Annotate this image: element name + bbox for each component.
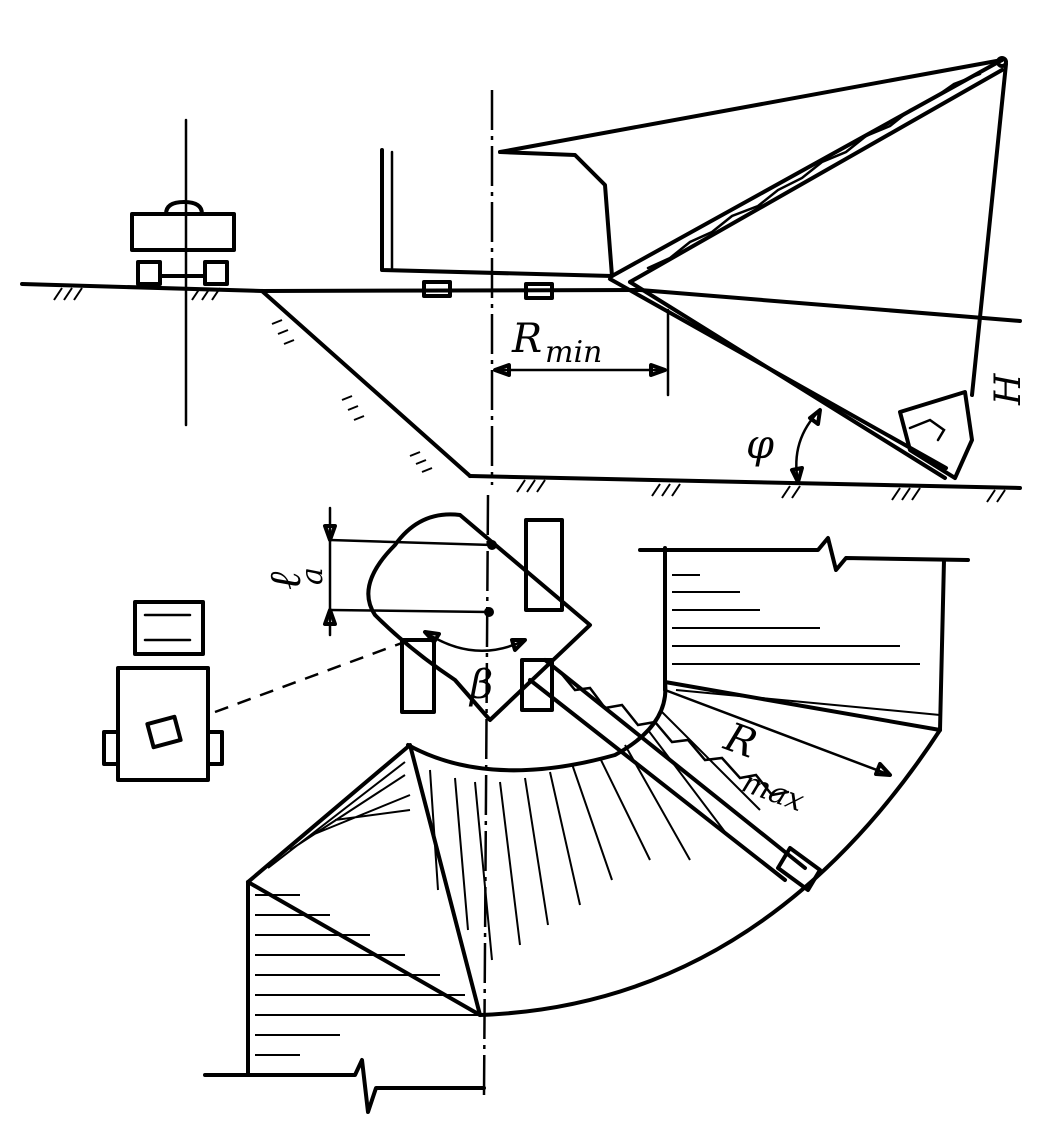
boom-lattice bbox=[646, 72, 982, 270]
boom-plan bbox=[528, 658, 822, 892]
ground-line-right bbox=[638, 288, 1022, 323]
phi-label: φ bbox=[746, 422, 774, 468]
ground-hatching bbox=[53, 287, 1006, 503]
track-plan-right bbox=[524, 518, 564, 612]
track-left bbox=[422, 280, 452, 298]
inner-arc bbox=[406, 680, 668, 773]
dragline-bucket bbox=[898, 390, 974, 480]
slewing-axis-plan bbox=[482, 494, 490, 1096]
r-min-dimension: R min bbox=[493, 308, 670, 397]
la-subscript: a bbox=[295, 567, 330, 585]
r-min-label: R bbox=[511, 316, 542, 362]
outer-arc bbox=[478, 728, 942, 1017]
plan-view: ℓ a β bbox=[102, 494, 970, 1114]
track-plan-left bbox=[400, 638, 436, 714]
la-dimension: ℓ a bbox=[260, 506, 337, 637]
beta-label: β bbox=[468, 662, 493, 708]
r-max-subscript: max bbox=[737, 765, 808, 820]
side-elevation: R min H φ bbox=[20, 56, 1029, 503]
trench-slope-left bbox=[260, 289, 472, 478]
r-max-dimension: R max bbox=[663, 688, 892, 820]
phi-angle: φ bbox=[746, 408, 822, 484]
truck-plan-view bbox=[102, 600, 411, 782]
sector-hatching bbox=[255, 574, 941, 1056]
la-label: ℓ bbox=[260, 571, 311, 590]
trench-bottom bbox=[468, 474, 1022, 490]
excavator-body-plan bbox=[328, 512, 592, 722]
truck-side-view bbox=[130, 118, 236, 427]
bucket-plan bbox=[776, 846, 822, 892]
hoist-rope bbox=[970, 62, 1008, 397]
excavator-cab bbox=[380, 148, 614, 300]
track-right bbox=[524, 282, 554, 300]
boom bbox=[498, 56, 1008, 480]
r-min-subscript: min bbox=[545, 335, 602, 370]
beta-angle: β bbox=[423, 630, 527, 708]
h-label: H bbox=[988, 373, 1029, 406]
loading-line bbox=[214, 638, 411, 714]
